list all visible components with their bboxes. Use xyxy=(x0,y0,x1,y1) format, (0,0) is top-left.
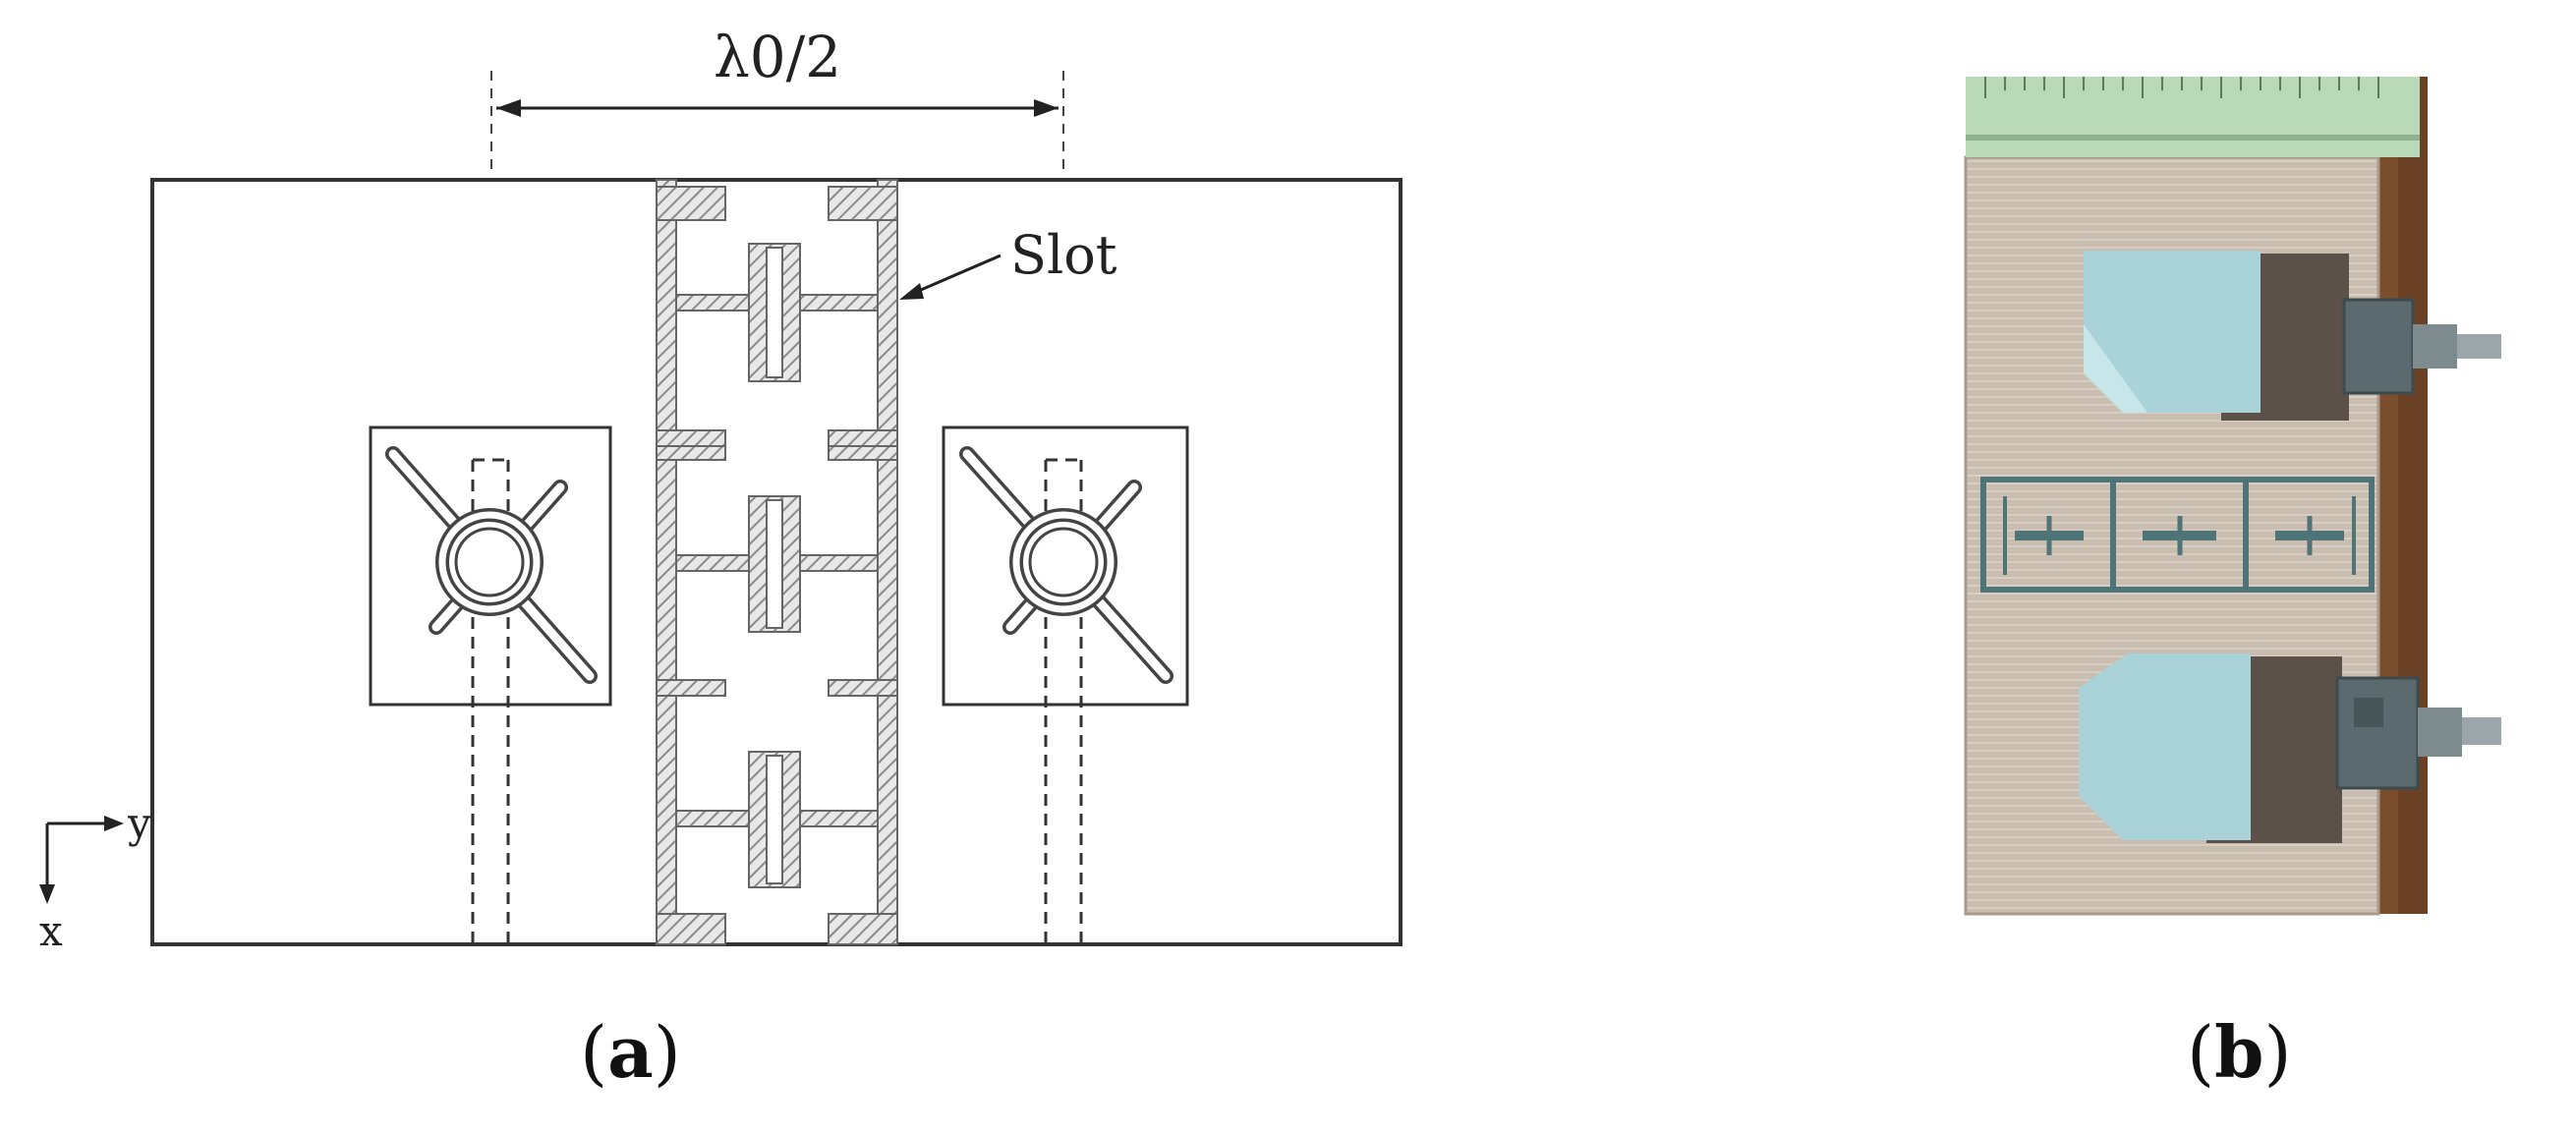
dimension-label: λ0/2 xyxy=(714,24,841,90)
caption-b: (b) xyxy=(2187,1010,2292,1094)
axis-y-label: y xyxy=(127,799,151,847)
antenna-left xyxy=(369,425,612,944)
caption-b-letter: b xyxy=(2214,1010,2264,1094)
panel-b-photo xyxy=(1964,77,2501,916)
slot-pointer xyxy=(913,254,1002,295)
slot-label: Slot xyxy=(1010,224,1117,286)
dielectric-block-top xyxy=(2084,251,2349,421)
dimension-arrow-right xyxy=(1034,99,1059,117)
axis-x-label: x xyxy=(39,907,63,955)
slot-rail-right xyxy=(877,179,898,945)
dimension-arrow-left xyxy=(496,99,521,117)
connector-top xyxy=(2342,298,2501,395)
connector-bottom xyxy=(2335,676,2501,790)
printed-slot-structure xyxy=(1980,477,2375,593)
dielectric-block-bottom xyxy=(2079,653,2342,843)
caption-a-letter: a xyxy=(607,1010,654,1094)
panel-a-diagram: λ0/2 xyxy=(39,24,1402,955)
ruler xyxy=(1966,77,2420,157)
board-outline xyxy=(150,178,1402,946)
slot-rail-left xyxy=(656,179,677,945)
axis-indicator: y x xyxy=(39,799,151,955)
caption-a: (a) xyxy=(580,1010,681,1094)
ruler-ticks xyxy=(1966,77,2420,141)
antenna-right xyxy=(942,425,1189,944)
